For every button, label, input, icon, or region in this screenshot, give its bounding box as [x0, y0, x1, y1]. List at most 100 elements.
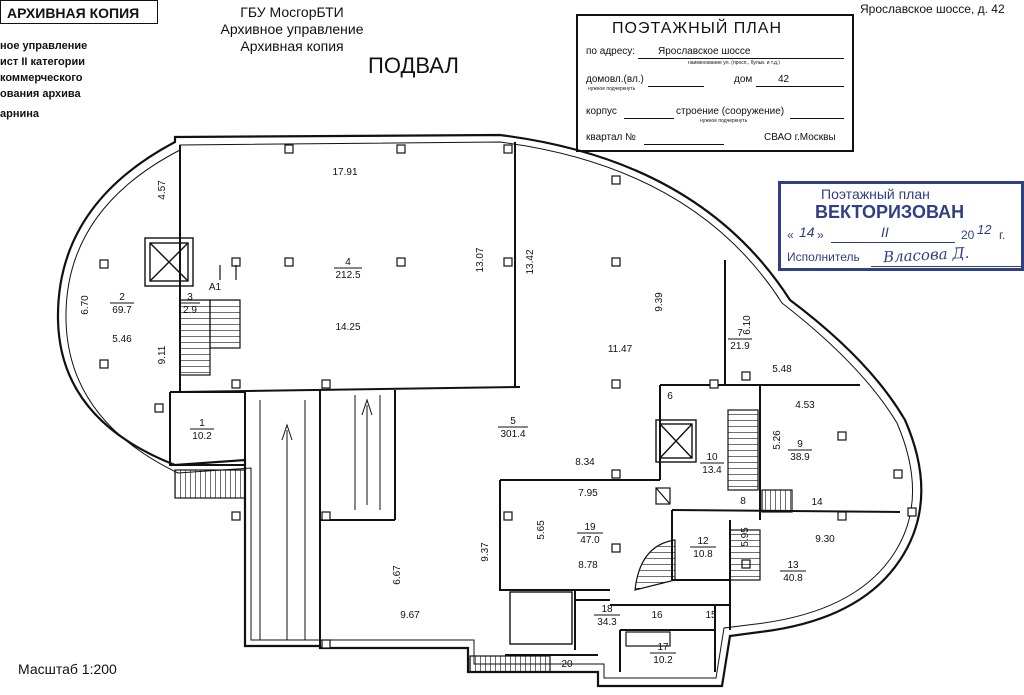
room-1-number: 1 — [199, 418, 205, 429]
side-note-3: коммерческого — [0, 72, 83, 84]
room-4-number: 4 — [345, 257, 351, 268]
vector-stamp-executor-label: Исполнитель — [787, 250, 860, 264]
side-note-4: ования архива — [0, 88, 81, 100]
stamp-dom-value: 42 — [778, 74, 790, 85]
side-note-5: арнина — [0, 108, 40, 120]
address-top: Ярославское шоссе, д. 42 — [860, 2, 1005, 16]
stamp-dom-label: домовл.(вл.) — [586, 74, 644, 85]
room-5-area: 301.4 — [500, 429, 525, 440]
room-1-area: 10.2 — [192, 431, 212, 442]
inner-walls — [169, 142, 901, 672]
stamp-addr-value: Ярославское шоссе — [658, 46, 751, 57]
dim-17-91: 17.91 — [332, 167, 357, 178]
dim-8-78: 8.78 — [578, 560, 598, 571]
side-note-1: ное управление — [0, 40, 88, 52]
archive-copy-label: АРХИВНАЯ КОПИЯ — [0, 0, 158, 24]
room-18-number: 18 — [601, 604, 613, 615]
org-name: ГБУ МосгорБТИ — [240, 4, 344, 20]
dim-11-47: 11.47 — [608, 344, 633, 355]
room-5-number: 5 — [510, 416, 516, 427]
room-18-area: 34.3 — [597, 617, 617, 628]
vector-stamp-year-end: г. — [999, 228, 1006, 242]
dim-9-67: 9.67 — [400, 610, 420, 621]
dim-5-26: 5.26 — [772, 430, 783, 450]
dim-5-46: 5.46 — [112, 334, 132, 345]
dim-5-95: 5.95 — [740, 527, 751, 547]
ramp — [259, 395, 381, 640]
room-4-area: 212.5 — [335, 270, 360, 281]
stamp-kvartal-label: квартал № — [586, 132, 636, 143]
stamp-dom-mid: дом — [734, 74, 753, 85]
dimension-labels: 4.57 6.70 5.46 9.11 17.91 13.07 13.42 14… — [80, 167, 835, 621]
stamp-addr-label: по адресу: — [586, 46, 636, 57]
elevator-1 — [144, 237, 194, 287]
copy-name: Архивная копия — [240, 38, 344, 54]
room-7-number: 7 — [737, 328, 743, 339]
stamp-title: ПОЭТАЖНЫЙ ПЛАН — [612, 20, 783, 37]
room-6-number: 6 — [667, 391, 673, 402]
dim-4-57: 4.57 — [157, 180, 168, 200]
dim-9-30: 9.30 — [815, 534, 835, 545]
scale-label: Масштаб 1:200 — [18, 661, 117, 677]
dim-13-42: 13.42 — [525, 249, 536, 274]
stamp-addr-note: наименование ул. (просп., бульв. и т.д.) — [688, 60, 780, 66]
outer-walls — [56, 133, 923, 688]
dim-5-65: 5.65 — [536, 520, 547, 540]
floor-plan-stamp: ПОЭТАЖНЫЙ ПЛАН по адресу: Ярославское шо… — [576, 14, 854, 152]
room-12-area: 10.8 — [693, 549, 713, 560]
side-note-2: ист II категории — [0, 56, 86, 68]
room-19-number: 19 — [584, 522, 596, 533]
room-a1-label: А1 — [209, 282, 222, 293]
vector-stamp-year-prefix: 20 — [961, 228, 975, 242]
dim-9-39: 9.39 — [654, 292, 665, 312]
room-9-number: 9 — [797, 439, 803, 450]
room-16-number: 16 — [651, 610, 663, 621]
vector-stamp-title: Поэтажный план — [821, 186, 930, 202]
room-3-number: 3 — [187, 292, 193, 303]
dim-13-07: 13.07 — [475, 247, 486, 272]
room-14-number: 14 — [811, 497, 823, 508]
elevator-2 — [655, 419, 697, 463]
room-9-area: 38.9 — [790, 452, 810, 463]
room-12-number: 12 — [697, 536, 709, 547]
dim-14-25: 14.25 — [335, 322, 360, 333]
stamp-okrug: СВАО г.Москвы — [764, 132, 836, 143]
room-13-area: 40.8 — [783, 573, 803, 584]
dim-6-67: 6.67 — [392, 565, 403, 585]
room-10-number: 10 — [706, 452, 718, 463]
room-13-number: 13 — [787, 560, 799, 571]
floor-title: ПОДВАЛ — [368, 53, 459, 78]
room-labels: 2 69.7 3 2.9 А1 4 212.5 1 10.2 5 301.4 6… — [110, 257, 823, 670]
room-7-area: 21.9 — [730, 341, 750, 352]
room-19-area: 47.0 — [580, 535, 600, 546]
dim-4-53: 4.53 — [795, 400, 815, 411]
room-15-number: 15 — [705, 610, 717, 621]
room-2-number: 2 — [119, 292, 125, 303]
dept-name: Архивное управление — [220, 21, 364, 37]
stairs — [174, 299, 793, 673]
dim-6-70: 6.70 — [80, 295, 91, 315]
dim-7-95: 7.95 — [578, 488, 598, 499]
vector-stamp-month: II — [881, 224, 889, 240]
room-20-number: 20 — [561, 659, 573, 670]
stamp-stroenie-note: нужное подчеркнуть — [700, 118, 748, 124]
room-3-area: 2.9 — [183, 305, 197, 316]
stamp-korp-label: корпус — [586, 106, 617, 117]
room-17-area: 10.2 — [653, 655, 673, 666]
dim-6-10: 6.10 — [742, 315, 753, 335]
room-8-number: 8 — [740, 496, 746, 507]
room-10-area: 13.4 — [702, 465, 722, 476]
vector-stamp-day: 14 — [799, 224, 815, 240]
vector-stamp-status: ВЕКТОРИЗОВАН — [815, 202, 965, 222]
dim-9-37: 9.37 — [480, 542, 491, 562]
dim-8-34: 8.34 — [575, 457, 595, 468]
room-17-number: 17 — [657, 642, 669, 653]
vector-stamp-year-suffix: 12 — [977, 222, 992, 237]
room-2-area: 69.7 — [112, 305, 132, 316]
dim-5-48: 5.48 — [772, 364, 792, 375]
stamp-stroenie-label: строение (сооружение) — [676, 106, 785, 117]
dim-9-11: 9.11 — [157, 345, 168, 364]
vectorized-stamp: Поэтажный план ВЕКТОРИЗОВАН « 14 » II 20… — [778, 181, 1024, 271]
